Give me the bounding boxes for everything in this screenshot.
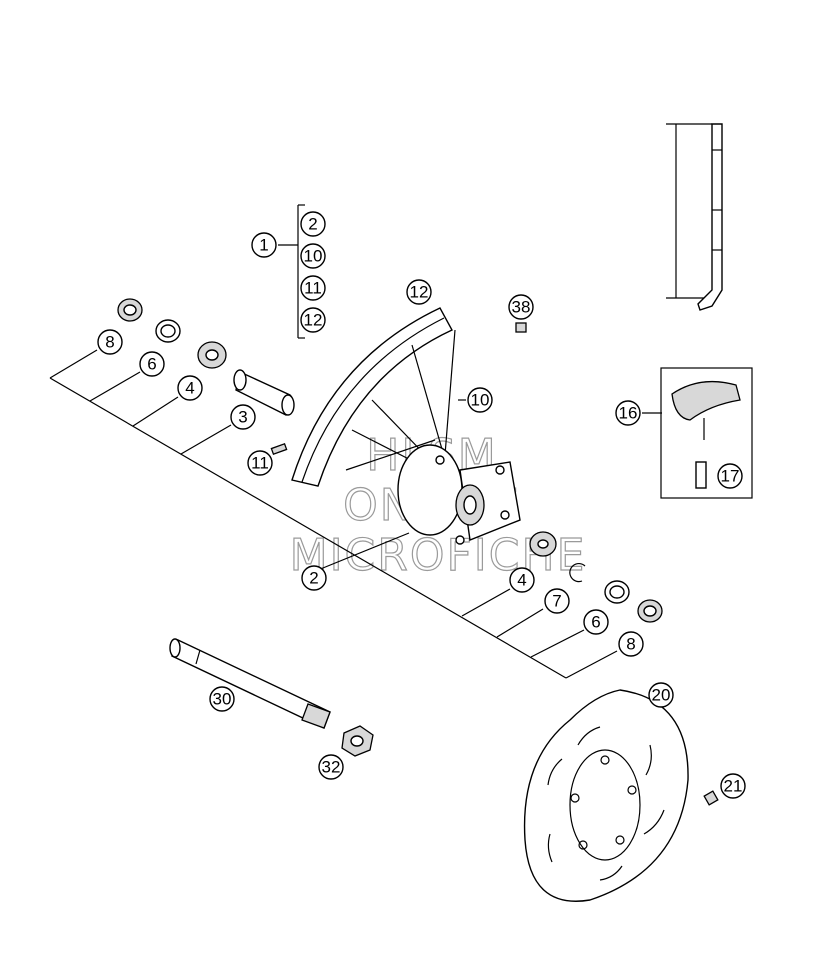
callout-17: 17 [717,463,743,489]
callout-32-label: 32 [322,758,341,777]
callout-2-hub-label: 2 [309,569,318,588]
callout-21: 21 [720,773,746,799]
callout-6-right-label: 6 [591,613,600,632]
distance-ring-right [604,580,630,604]
bushing [515,322,527,333]
hub [397,444,521,545]
callout-11-nipple-label: 11 [251,454,269,473]
valve-cap [695,461,707,489]
callout-21-label: 21 [724,777,743,796]
spoke-nipple [270,442,288,456]
callout-20-label: 20 [652,686,671,705]
callout-1: 1 [251,232,277,258]
callout-6-left: 6 [139,351,165,377]
bearing-right [529,531,557,557]
callout-2-group: 2 [300,211,326,237]
seal-ring-left [117,298,143,322]
axle [169,638,331,729]
callout-3-label: 3 [238,408,247,427]
callout-16-label: 16 [619,404,638,423]
circlip [569,562,586,583]
callout-2-hub: 2 [301,565,327,591]
valve-stem [697,123,723,311]
callout-12-group-label: 12 [304,311,323,330]
seal-ring-right [637,599,663,623]
callout-4-left: 4 [177,375,203,401]
callout-30: 30 [209,686,235,712]
spacer-sleeve [233,369,295,416]
callout-12-rim: 12 [406,279,432,305]
callout-2-group-label: 2 [308,215,317,234]
callout-8-right: 8 [618,631,644,657]
rim [291,307,453,487]
callout-10-spoke-label: 10 [471,391,490,410]
callout-3: 3 [230,404,256,430]
callout-6-right: 6 [583,609,609,635]
callout-10-group-label: 10 [304,247,323,266]
callout-20: 20 [648,682,674,708]
inner-tube [671,380,741,440]
axle-nut [341,725,374,757]
callout-7-label: 7 [552,592,561,611]
callout-10-spoke: 10 [467,387,493,413]
callout-8-right-label: 8 [626,635,635,654]
callout-8-left-label: 8 [105,333,114,352]
brake-disc [523,689,689,902]
callout-12-rim-label: 12 [410,283,429,302]
tube-kit-box [660,367,753,499]
callout-4-right-label: 4 [517,571,526,590]
callout-38: 38 [508,294,534,320]
callout-6-left-label: 6 [147,355,156,374]
callout-32: 32 [318,754,344,780]
callout-7: 7 [544,588,570,614]
leader-lines [49,123,712,679]
bearing-left [197,341,227,369]
callout-10-group: 10 [300,243,326,269]
callout-12-group: 12 [300,307,326,333]
callout-30-label: 30 [213,690,232,709]
distance-ring-left [155,319,181,343]
callout-17-label: 17 [721,467,740,486]
callout-8-left: 8 [97,329,123,355]
callout-11-group: 11 [300,275,326,301]
callout-11-group-label: 11 [304,279,322,298]
callout-4-right: 4 [509,567,535,593]
callout-16: 16 [615,400,641,426]
callout-38-label: 38 [512,298,531,317]
callout-1-label: 1 [259,236,268,255]
callout-11-nipple: 11 [247,450,273,476]
callout-4-left-label: 4 [185,379,194,398]
disc-bolt [703,790,719,806]
